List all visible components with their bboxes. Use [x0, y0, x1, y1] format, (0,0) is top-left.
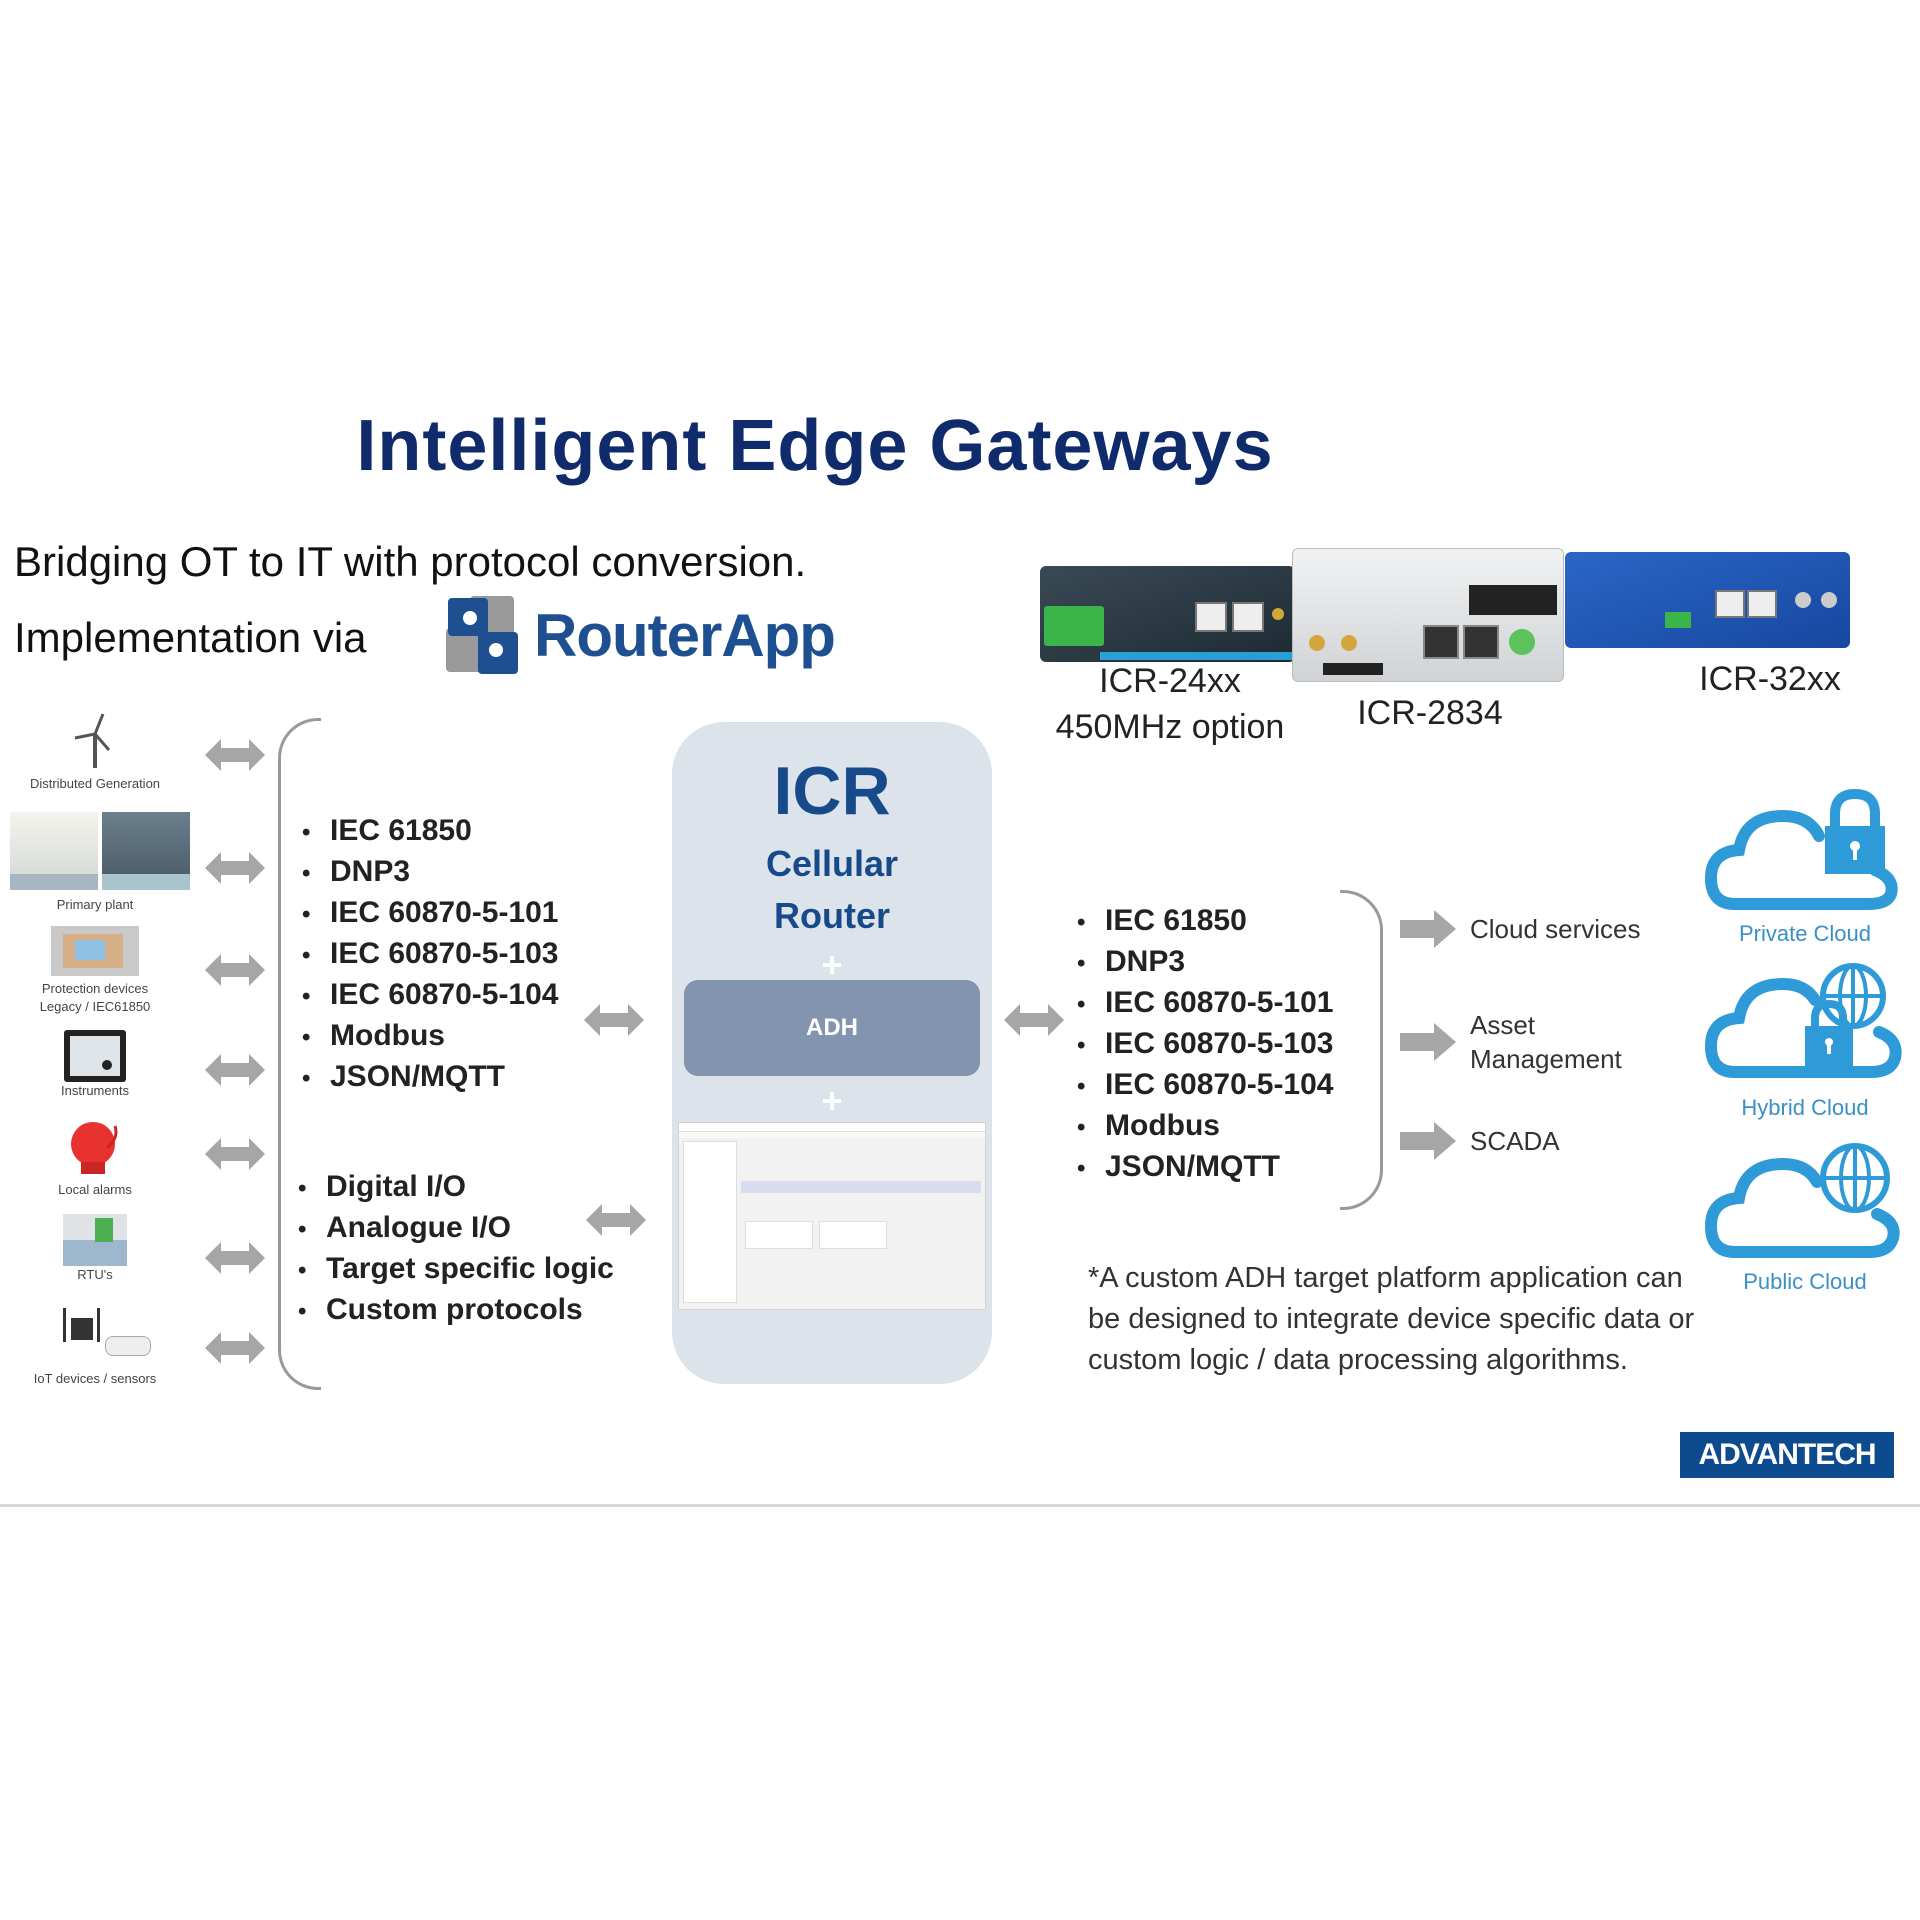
list-item: IEC 60870-5-104: [302, 974, 559, 1015]
protection-relay-icon: [51, 926, 139, 976]
output-scada: SCADA: [1400, 1122, 1560, 1160]
list-item: IEC 60870-5-101: [1077, 982, 1334, 1023]
list-item: IEC 60870-5-104: [1077, 1064, 1334, 1105]
subtitle-bridging: Bridging OT to IT with protocol conversi…: [14, 538, 807, 585]
subtitle-implementation: Implementation via: [14, 614, 367, 661]
meter-icon: [64, 1030, 126, 1082]
left-protocol-list: IEC 61850 DNP3 IEC 60870-5-101 IEC 60870…: [302, 810, 559, 1097]
left-io-list: Digital I/O Analogue I/O Target specific…: [298, 1166, 614, 1330]
icr-title: ICR: [773, 753, 891, 829]
page-title: Intelligent Edge Gateways: [356, 406, 1274, 486]
product-label-icr-24xx: ICR-24xx: [1099, 662, 1241, 700]
wind-turbine-icon: [74, 713, 111, 768]
arrow-right-icon: [1400, 1122, 1456, 1160]
substation-icon: [10, 812, 190, 890]
list-item: Custom protocols: [298, 1289, 614, 1330]
list-item: Analogue I/O: [298, 1207, 614, 1248]
list-item: IEC 60870-5-101: [302, 892, 559, 933]
device-distributed-generation: Distributed Generation: [10, 712, 180, 793]
iot-sensors-icon: [35, 1308, 155, 1370]
hybrid-cloud-icon: [1704, 963, 1902, 1078]
double-arrow-icon: [205, 1138, 265, 1170]
product-label-icr-32xx: ICR-32xx: [1699, 660, 1841, 698]
divider: [0, 1504, 1920, 1507]
list-item: DNP3: [302, 851, 559, 892]
list-item: DNP3: [1077, 941, 1334, 982]
product-note-icr-24xx: 450MHz option: [1055, 708, 1285, 746]
list-item: JSON/MQTT: [302, 1056, 559, 1097]
double-arrow-icon: [205, 852, 265, 884]
footnote: *A custom ADH target platform applicatio…: [1088, 1262, 1695, 1376]
double-arrow-icon: [1004, 1004, 1064, 1036]
double-arrow-icon: [205, 1054, 265, 1086]
public-cloud-icon: [1704, 1143, 1900, 1258]
product-image-icr-24xx: [1040, 566, 1295, 662]
output-asset-management: Asset Management: [1400, 1008, 1622, 1076]
list-item: Digital I/O: [298, 1166, 614, 1207]
output-cloud-services: Cloud services: [1400, 910, 1641, 948]
rtu-icon: [63, 1214, 127, 1266]
list-item: Target specific logic: [298, 1248, 614, 1289]
hybrid-cloud: Hybrid Cloud: [1700, 960, 1910, 1121]
device-primary-plant: Primary plant: [10, 812, 190, 914]
private-cloud-icon: [1704, 788, 1898, 910]
right-bracket: [1340, 890, 1383, 1210]
device-iot-sensors: IoT devices / sensors: [10, 1308, 180, 1388]
device-rtus: RTU's: [10, 1214, 180, 1284]
product-image-icr-32xx: [1565, 552, 1850, 648]
double-arrow-icon: [205, 1332, 265, 1364]
arrow-right-icon: [1400, 1023, 1456, 1061]
list-item: IEC 61850: [1077, 900, 1334, 941]
plus-icon: +: [821, 944, 843, 985]
adh-software-screenshot: [678, 1122, 986, 1310]
puzzle-icon: [446, 596, 518, 674]
list-item: Modbus: [302, 1015, 559, 1056]
device-protection-devices: Protection devices Legacy / IEC61850: [10, 926, 180, 1016]
advantech-logo: ADVANTECH: [1680, 1432, 1894, 1478]
double-arrow-icon: [205, 954, 265, 986]
arrow-right-icon: [1400, 910, 1456, 948]
list-item: IEC 61850: [302, 810, 559, 851]
device-instruments: Instruments: [10, 1030, 180, 1100]
product-image-icr-2834: [1292, 548, 1564, 682]
public-cloud: Public Cloud: [1700, 1136, 1910, 1295]
icr-subtitle: Cellular Router: [765, 843, 899, 936]
plus-icon: +: [821, 1080, 843, 1121]
adh-box: ADH: [684, 980, 980, 1076]
double-arrow-icon: [584, 1004, 644, 1036]
private-cloud: Private Cloud: [1700, 786, 1910, 947]
double-arrow-icon: [586, 1204, 646, 1236]
list-item: Modbus: [1077, 1105, 1334, 1146]
routerapp-text: RouterApp: [534, 601, 836, 669]
double-arrow-icon: [205, 1242, 265, 1274]
list-item: IEC 60870-5-103: [302, 933, 559, 974]
device-local-alarms: Local alarms: [10, 1118, 180, 1199]
list-item: JSON/MQTT: [1077, 1146, 1334, 1187]
double-arrow-icon: [205, 739, 265, 771]
alarm-bell-icon: [71, 1122, 118, 1174]
product-label-icr-2834: ICR-2834: [1357, 694, 1503, 732]
routerapp-logo: RouterApp: [440, 592, 836, 678]
list-item: IEC 60870-5-103: [1077, 1023, 1334, 1064]
right-protocol-list: IEC 61850 DNP3 IEC 60870-5-101 IEC 60870…: [1077, 900, 1334, 1187]
